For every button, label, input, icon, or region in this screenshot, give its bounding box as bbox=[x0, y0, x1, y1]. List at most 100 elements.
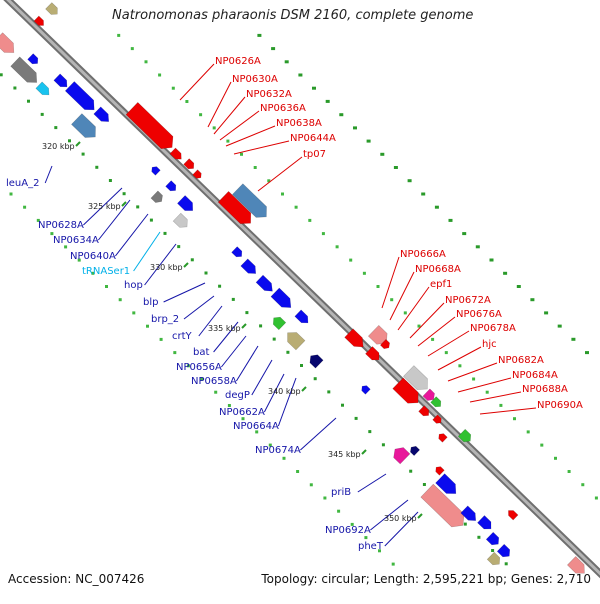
gene-label-outer: NP0630A bbox=[232, 74, 278, 85]
scale-label: 325 kbp bbox=[88, 202, 121, 211]
gc-dot bbox=[421, 192, 426, 196]
gene-arrow bbox=[410, 446, 421, 457]
gc-dot bbox=[581, 483, 585, 487]
leader-inner bbox=[83, 187, 123, 226]
leader-outer bbox=[207, 81, 232, 128]
scale-tick bbox=[241, 323, 247, 329]
gene-arrow bbox=[379, 338, 390, 349]
leader-outer bbox=[457, 377, 512, 393]
gene-label-inner: degP bbox=[225, 390, 250, 401]
leader-inner bbox=[44, 165, 53, 184]
gc-dot bbox=[50, 232, 54, 236]
gc-dot bbox=[353, 126, 357, 130]
gene-label-outer: hjc bbox=[482, 339, 497, 350]
gc-dot bbox=[594, 496, 598, 500]
gc-dot bbox=[308, 218, 312, 222]
gc-dot bbox=[337, 509, 341, 513]
gc-dot bbox=[364, 536, 368, 540]
gene-label-inner: NP0662A bbox=[219, 407, 265, 418]
gene-arrow bbox=[0, 32, 15, 53]
gene-arrow bbox=[272, 316, 287, 331]
gene-arrow bbox=[477, 515, 492, 530]
gc-dot bbox=[108, 179, 112, 182]
leader-inner bbox=[213, 321, 239, 353]
leader-outer bbox=[381, 256, 400, 309]
backbone-line bbox=[6, 0, 600, 576]
gene-arrow bbox=[232, 183, 267, 218]
gene-arrow bbox=[33, 15, 44, 26]
gene-arrow bbox=[71, 113, 96, 138]
gene-arrow bbox=[361, 385, 371, 395]
gc-dot bbox=[366, 139, 371, 143]
gene-arrow bbox=[403, 365, 428, 390]
gene-label-inner: NP0656A bbox=[176, 362, 222, 373]
gc-dot bbox=[327, 390, 331, 394]
gc-dot bbox=[341, 403, 344, 407]
gc-dot bbox=[381, 443, 385, 447]
gc-dot bbox=[240, 152, 243, 156]
gene-label-outer: epf1 bbox=[430, 279, 452, 290]
gene-arrow bbox=[53, 73, 68, 88]
leader-outer bbox=[417, 316, 456, 347]
gc-dot bbox=[403, 311, 407, 315]
gc-dot bbox=[431, 337, 435, 341]
gc-dot bbox=[282, 456, 286, 460]
gene-arrow bbox=[183, 158, 195, 170]
gc-dot bbox=[325, 99, 330, 103]
gene-arrow bbox=[192, 169, 202, 179]
gene-label-inner: NP0640A bbox=[70, 251, 116, 262]
gc-dot bbox=[407, 179, 412, 183]
gc-dot bbox=[434, 205, 439, 209]
gc-dot bbox=[504, 562, 508, 566]
gc-dot bbox=[513, 417, 516, 421]
gc-dot bbox=[68, 139, 71, 143]
gene-label-inner: crtY bbox=[172, 331, 193, 342]
gene-arrow bbox=[365, 346, 380, 361]
gc-dot bbox=[284, 60, 289, 64]
leader-outer bbox=[447, 362, 498, 382]
leader-inner bbox=[370, 499, 409, 531]
gene-label-inner: NP0658A bbox=[191, 376, 237, 387]
scale-label: 350 kbp bbox=[384, 514, 417, 523]
gc-dot bbox=[298, 73, 303, 77]
gene-arrow bbox=[420, 483, 465, 528]
gene-arrow bbox=[309, 354, 324, 369]
scale-label: 340 kbp bbox=[268, 387, 301, 396]
gc-dot bbox=[245, 311, 249, 315]
gene-arrow bbox=[435, 473, 457, 494]
gc-dot bbox=[544, 311, 549, 315]
gene-label-outer: NP0690A bbox=[537, 400, 583, 411]
gc-dot bbox=[376, 285, 380, 288]
gc-dot bbox=[296, 470, 300, 473]
gc-dot bbox=[144, 60, 148, 64]
gc-dot bbox=[81, 152, 85, 156]
gc-dot bbox=[463, 522, 467, 526]
gc-dot bbox=[146, 324, 149, 328]
gc-dot bbox=[149, 218, 153, 222]
leader-outer bbox=[397, 286, 430, 331]
gc-dot bbox=[173, 351, 177, 355]
gene-label-inner: NP0634A bbox=[53, 235, 99, 246]
gene-arrow bbox=[255, 274, 273, 292]
gc-dot bbox=[286, 350, 290, 354]
gc-dot bbox=[122, 192, 126, 196]
gene-arrow bbox=[486, 551, 501, 566]
gene-label-outer: NP0684A bbox=[512, 370, 558, 381]
gene-label-outer: NP0626A bbox=[215, 56, 261, 67]
gc-dot bbox=[477, 535, 481, 539]
gc-dot bbox=[259, 324, 263, 328]
gene-arrow bbox=[217, 191, 252, 224]
gc-dot bbox=[130, 47, 134, 51]
gc-dot bbox=[475, 245, 480, 249]
gc-dot bbox=[227, 404, 231, 407]
gene-label-inner: blp bbox=[143, 297, 158, 308]
gc-dot bbox=[177, 245, 181, 249]
gene-label-outer: tp07 bbox=[303, 149, 326, 160]
gene-arrow bbox=[485, 531, 500, 546]
leader-outer bbox=[389, 271, 415, 321]
gc-dot bbox=[214, 390, 218, 394]
gene-label-inner: hop bbox=[124, 280, 143, 291]
gene-label-inner: leuA_2 bbox=[6, 178, 39, 189]
